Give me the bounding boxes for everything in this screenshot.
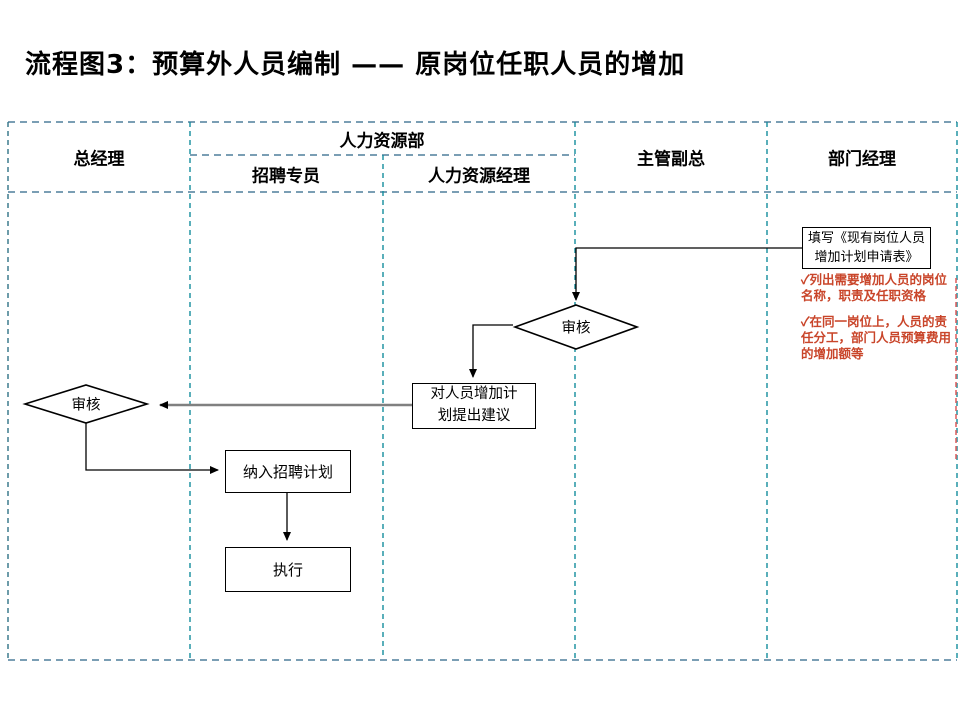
process-fill-form: 填写《现有岗位人员增加计划申请表》 xyxy=(802,227,931,269)
annotation-notes: ✓列出需要增加人员的岗位名称，职责及任职资格 ✓在同一岗位上，人员的责任分工，部… xyxy=(801,272,958,372)
lane-label-hr-manager: 人力资源经理 xyxy=(428,166,530,186)
annotation-note-1: ✓列出需要增加人员的岗位名称，职责及任职资格 xyxy=(801,273,948,303)
lane-label-deputy-general-manager: 主管副总 xyxy=(637,149,705,169)
connectors xyxy=(85,247,802,541)
lane-label-general-manager: 总经理 xyxy=(73,149,125,169)
lane-label-department-manager: 部门经理 xyxy=(828,149,896,169)
decision-review-gm xyxy=(22,384,150,424)
decision-review-deputy xyxy=(512,304,640,350)
process-fill-form-label: 填写《现有岗位人员增加计划申请表》 xyxy=(807,230,925,264)
process-suggest: 对人员增加计划提出建议 xyxy=(412,383,536,429)
decision-review-deputy-label: 审核 xyxy=(561,320,591,337)
process-recruit-plan-label: 纳入招聘计划 xyxy=(242,465,333,481)
process-execute: 执行 xyxy=(225,547,351,592)
lane-label-recruiting-specialist: 招聘专员 xyxy=(252,166,320,186)
swimlane-grid xyxy=(7,121,958,661)
connector-gmreview-to-plan xyxy=(85,423,219,474)
process-suggest-label: 对人员增加计划提出建议 xyxy=(430,386,518,424)
annotation-note-2: ✓在同一岗位上，人员的责任分工，部门人员预算费用的增加额等 xyxy=(801,315,952,361)
process-execute-label: 执行 xyxy=(272,563,303,579)
connector-review-to-suggest xyxy=(469,324,513,378)
decision-review-gm-label: 审核 xyxy=(71,397,101,414)
connector-fill-to-review xyxy=(572,247,802,301)
process-recruit-plan: 纳入招聘计划 xyxy=(225,450,351,493)
page-title: 流程图3：预算外人员编制 —— 原岗位任职人员的增加 xyxy=(25,50,686,80)
lane-label-hr-department: 人力资源部 xyxy=(339,131,425,151)
